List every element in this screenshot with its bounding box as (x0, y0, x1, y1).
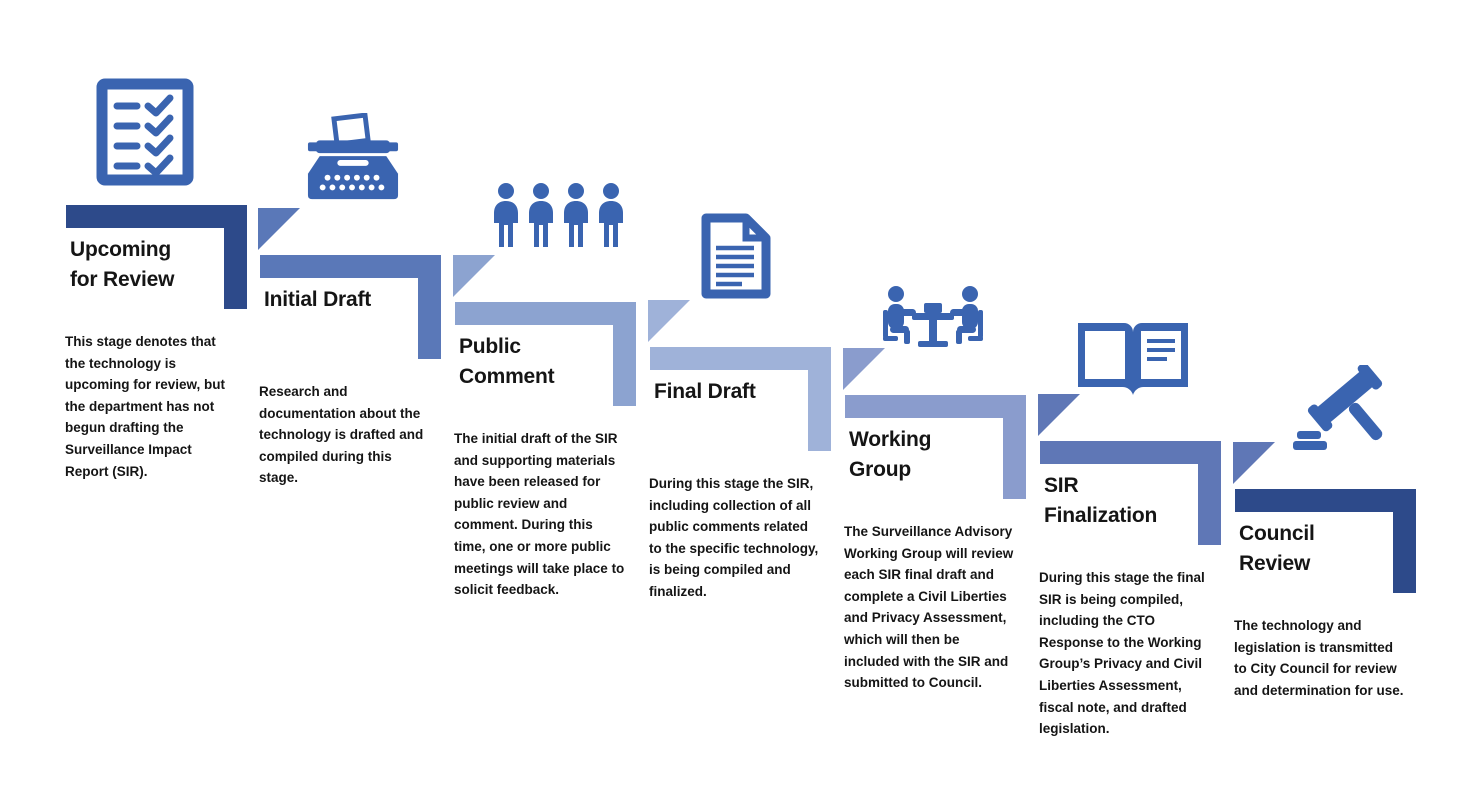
stage-title: SIR Finalization (1044, 474, 1158, 528)
stage-description: Research and documentation about the tec… (259, 384, 424, 486)
step-bar (260, 255, 441, 278)
step-descender (1198, 441, 1221, 545)
stage-description: The initial draft of the SIR and support… (454, 431, 625, 598)
gavel-icon (1293, 365, 1391, 459)
step-bar (650, 347, 831, 370)
step-connector-triangle (843, 348, 885, 390)
stage-description: The Surveillance Advisory Working Group … (844, 524, 1014, 691)
step-connector-triangle (648, 300, 690, 342)
step-descender (224, 205, 247, 309)
stage-description: This stage denotes that the technology i… (65, 334, 226, 479)
stage-description: During this stage the SIR, including col… (649, 476, 819, 599)
step-bar (455, 302, 636, 325)
step-bar (845, 395, 1026, 418)
stage-title: Public Comment (459, 335, 555, 389)
step-bar (1040, 441, 1221, 464)
stage-title: Upcoming for Review (70, 238, 175, 292)
step-descender (613, 302, 636, 406)
document-icon (696, 212, 776, 300)
step-connector-triangle (1038, 394, 1080, 436)
open-book-icon (1070, 317, 1196, 399)
typewriter-icon (306, 113, 400, 201)
step-descender (1393, 489, 1416, 593)
step-connector-triangle (453, 255, 495, 297)
step-connector-triangle (1233, 442, 1275, 484)
step-bar (66, 205, 247, 228)
step-descender (1003, 395, 1026, 499)
step-connector-triangle (258, 208, 300, 250)
stage-title: Working Group (849, 428, 932, 482)
checklist-icon (95, 78, 195, 186)
step-bar (1235, 489, 1416, 512)
meeting-table-icon (883, 283, 983, 351)
stage-title: Council Review (1239, 522, 1315, 576)
people-group-icon (491, 182, 627, 248)
stage-title: Initial Draft (264, 288, 372, 311)
step-descender (418, 255, 441, 359)
stage-description: During this stage the final SIR is being… (1039, 570, 1205, 737)
stage-description: The technology and legislation is transm… (1234, 618, 1404, 698)
stage-title: Final Draft (654, 380, 756, 403)
step-descender (808, 347, 831, 451)
